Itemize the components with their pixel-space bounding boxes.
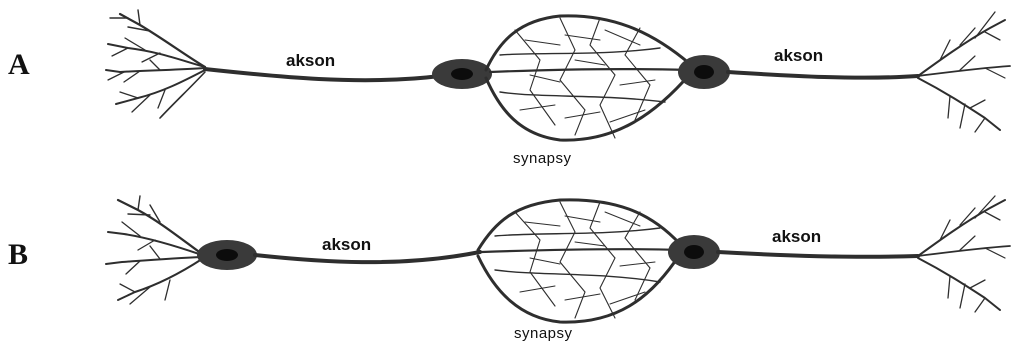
row-b-right-axon: [718, 252, 918, 257]
row-a-synapse-network: [486, 16, 690, 140]
row-a-left-nucleus: [451, 68, 473, 80]
row-b-letter: B: [8, 238, 28, 271]
row-a-axon-right-label: akson: [774, 46, 823, 65]
row-a-left-axon: [205, 69, 440, 80]
row-b-synapse-network: [478, 200, 680, 322]
row-b-left-dendrites: [106, 196, 202, 304]
row-a-axon-left-label: akson: [286, 51, 335, 70]
row-b-right-nucleus: [684, 245, 704, 259]
row-a-letter: A: [8, 48, 30, 81]
row-b-synapse-label: synapsy: [514, 325, 573, 341]
row-b-axon-left-label: akson: [322, 235, 371, 254]
row-b-axon-right-label: akson: [772, 227, 821, 246]
row-b-right-dendrites: [918, 196, 1010, 312]
row-b-left-nucleus: [216, 249, 238, 261]
row-a: A akson synapsy: [8, 10, 1010, 167]
row-a-left-dendrites: [106, 10, 205, 118]
row-a-right-axon: [728, 72, 918, 78]
row-a-right-dendrites: [918, 12, 1010, 132]
row-a-right-nucleus: [694, 65, 714, 79]
row-a-synapse-label: synapsy: [513, 150, 572, 167]
row-b: B akson synapsy: [8, 196, 1010, 341]
